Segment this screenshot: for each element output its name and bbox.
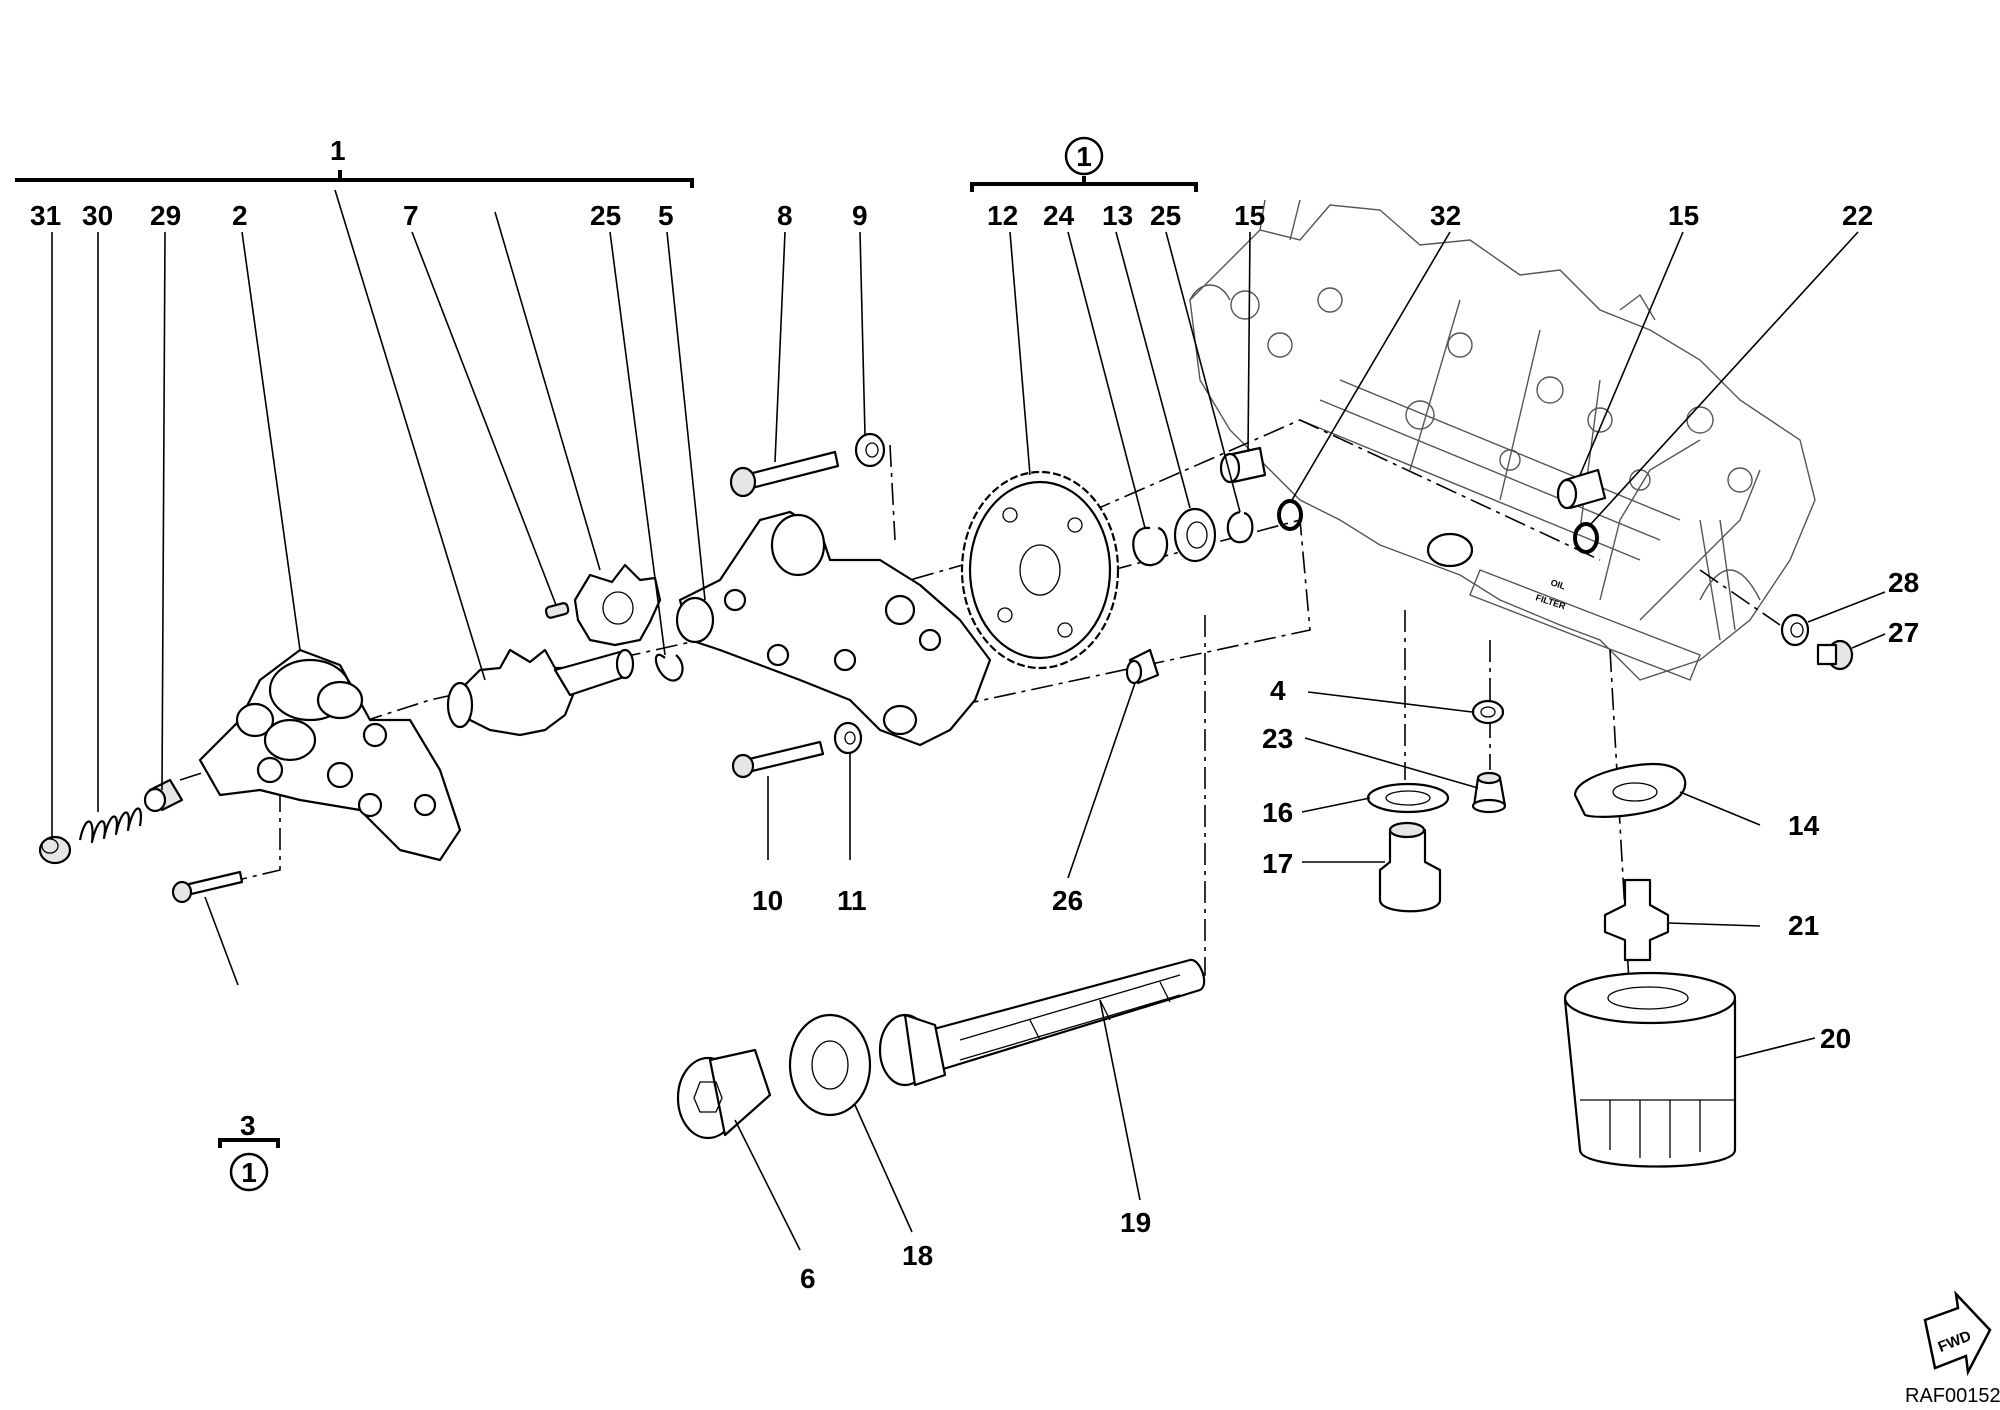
svg-text:1: 1 (1076, 141, 1092, 172)
callout-15-right: 15 (1668, 200, 1699, 231)
crankcase-housing (1189, 199, 1816, 681)
part-4-washer (1471, 699, 1505, 725)
callout-7: 7 (403, 200, 419, 231)
callout-21: 21 (1788, 910, 1819, 941)
part-2-pump-body (198, 648, 462, 862)
part-11-washer (833, 721, 863, 755)
part-23-plug (1471, 771, 1507, 814)
part-29-piston (143, 778, 184, 813)
callout-10: 10 (752, 885, 783, 916)
part-28-washer (1780, 613, 1810, 647)
part-13-bushing (1173, 507, 1217, 563)
part-32-o-ring (1277, 499, 1303, 531)
callout-2: 2 (232, 200, 248, 231)
part-12-gear (960, 470, 1120, 670)
part-24-circlip (1132, 526, 1169, 567)
callout-25: 25 (590, 200, 621, 231)
part-25-circlip (654, 653, 684, 682)
callout-19: 19 (1120, 1207, 1151, 1238)
callout-22: 22 (1842, 200, 1873, 231)
axis-plug27 (1699, 569, 1781, 626)
part-15-dowel (1219, 446, 1267, 484)
part-10-bolt (731, 740, 825, 779)
part-9-washer (854, 432, 886, 468)
callout-29: 29 (150, 200, 181, 231)
callout-14: 14 (1788, 810, 1820, 841)
callout-28: 28 (1888, 567, 1919, 598)
callout-11: 11 (837, 885, 867, 916)
callout-26: 26 (1052, 885, 1083, 916)
callout-13: 13 (1102, 200, 1133, 231)
part-16-washer (1366, 782, 1450, 814)
callout-9: 9 (852, 200, 868, 231)
part-7-gear-shaft (446, 648, 635, 737)
fwd-arrow-badge: FWD (1923, 1290, 1992, 1377)
part-25-driven-gear (573, 563, 662, 647)
callout-24: 24 (1043, 200, 1075, 231)
oil-filter-label-line2: FILTER (1534, 592, 1567, 611)
callout-31: 31 (30, 200, 61, 231)
part-19-strainer (878, 958, 1206, 1087)
callout-4: 4 (1270, 675, 1286, 706)
callout-23: 23 (1262, 723, 1293, 754)
part-26-dowel (1125, 648, 1160, 685)
part-6-plug (676, 1048, 772, 1140)
callout-numbers: 1 31 30 29 2 7 25 5 8 9 12 24 13 25 15 3… (30, 135, 1919, 1294)
kit-bracket-top (970, 176, 1198, 192)
drawing-code: RAF00152 (1905, 1385, 2000, 1407)
part-8-bolt (729, 450, 840, 498)
svg-text:1: 1 (241, 1157, 257, 1188)
part-14-bracket (1573, 763, 1687, 818)
part-20-oil-filter (1563, 971, 1737, 1168)
part-5-pump-cover (675, 510, 992, 747)
callout-25-right: 25 (1150, 200, 1181, 231)
callout-15: 15 (1234, 200, 1265, 231)
callout-3: 3 (240, 1110, 256, 1141)
part-30-spring (78, 807, 142, 844)
axis-filter (1609, 649, 1631, 1001)
kit-mark-bottom: 1 (229, 1152, 269, 1192)
part-25-circlip-right (1226, 510, 1254, 544)
part-17-drain-plug (1378, 821, 1442, 913)
axis-strainer (1184, 615, 1206, 981)
callout-12: 12 (987, 200, 1018, 231)
oil-filter-label-line1: OIL (1549, 577, 1567, 591)
callout-30: 30 (82, 200, 113, 231)
part-22-o-ring (1573, 522, 1599, 554)
kit-mark-top: 1 (1064, 136, 1104, 176)
leader-lines (51, 189, 1886, 1251)
callout-5: 5 (658, 200, 674, 231)
kit-bracket-1 (15, 170, 694, 188)
part-18-washer (788, 1013, 872, 1117)
callout-16: 16 (1262, 797, 1293, 828)
callout-20: 20 (1820, 1023, 1851, 1054)
part-27-plug (1816, 639, 1854, 671)
callout-1: 1 (330, 135, 346, 166)
part-7-key (544, 602, 570, 619)
part-3-bolt (171, 870, 244, 904)
callout-27: 27 (1888, 617, 1919, 648)
callout-17: 17 (1262, 848, 1293, 879)
part-21-nipple (1603, 878, 1670, 962)
part-31-cap (38, 835, 72, 865)
callout-6: 6 (800, 1263, 816, 1294)
axis-bolt9 (889, 444, 896, 541)
part-15-dowel-right (1556, 468, 1607, 510)
kit-bracket-3 (218, 1138, 280, 1148)
callout-32: 32 (1430, 200, 1461, 231)
callout-18: 18 (902, 1240, 933, 1271)
callout-8: 8 (777, 200, 793, 231)
axis-bolt3 (237, 790, 281, 881)
